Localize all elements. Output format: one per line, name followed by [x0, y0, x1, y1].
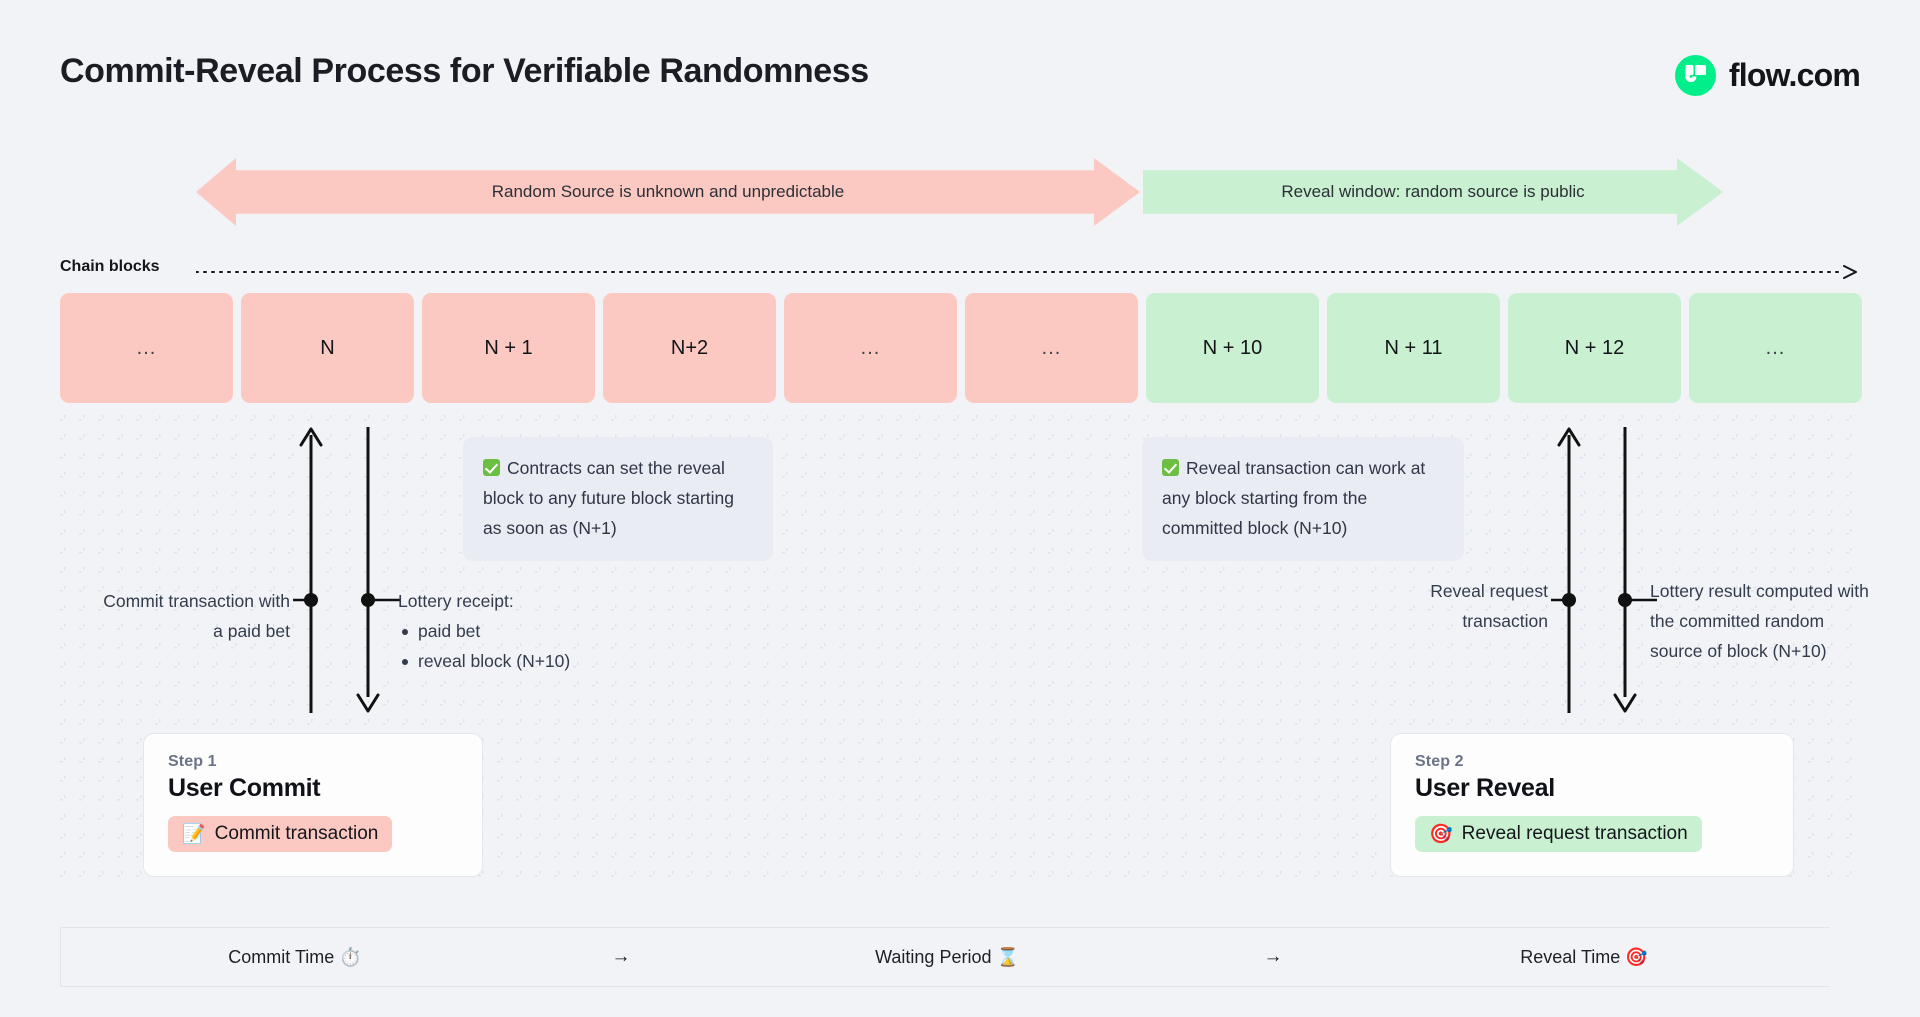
bottom-timeline: Commit Time ⏱️ → Waiting Period ⌛ → Reve…: [60, 927, 1860, 987]
check-mark-icon: [483, 459, 500, 476]
annotation-lottery-receipt: Lottery receipt: paid bet reveal block (…: [398, 586, 648, 676]
phase-reveal-label: Reveal window: random source is public: [1281, 182, 1585, 201]
commit-transaction-chip-label: Commit transaction: [214, 823, 379, 844]
timeline-arrow-shape: [60, 927, 1860, 987]
step-2-title: User Reveal: [1415, 774, 1555, 802]
block-n-plus-2[interactable]: N+2: [603, 293, 776, 403]
block-n-plus-1[interactable]: N + 1: [422, 293, 595, 403]
step-card-user-commit[interactable]: Step 1 User Commit 📝 Commit transaction: [143, 733, 483, 877]
memo-icon: 📝: [182, 823, 206, 845]
callout-reveal-window: Reveal transaction can work at any block…: [1142, 437, 1464, 561]
step-card-user-reveal[interactable]: Step 2 User Reveal 🎯 Reveal request tran…: [1390, 733, 1794, 877]
block-ellipsis-0[interactable]: ...: [60, 293, 233, 403]
block-ellipsis-1[interactable]: ...: [784, 293, 957, 403]
block-ellipsis-2[interactable]: ...: [965, 293, 1138, 403]
block-n[interactable]: N: [241, 293, 414, 403]
annotation-reveal-request: Reveal request transaction: [1430, 581, 1548, 631]
brand-logo: flow.com: [1674, 55, 1861, 96]
timeline-arrow-2-icon: →: [1263, 946, 1283, 967]
flow-logo-icon: [1674, 55, 1716, 96]
callout-reveal-text: Reveal transaction can work at any block…: [1162, 458, 1426, 538]
timeline-item-commit-time: Commit Time ⏱️: [228, 946, 362, 967]
callout-commit-text: Contracts can set the reveal block to an…: [483, 458, 734, 538]
phase-unknown-label: Random Source is unknown and unpredictab…: [491, 182, 845, 201]
lottery-receipt-title: Lottery receipt:: [398, 591, 514, 611]
reveal-request-transaction-chip[interactable]: 🎯 Reveal request transaction: [1415, 816, 1702, 852]
step-2-kicker: Step 2: [1415, 753, 1464, 770]
phase-band: Random Source is unknown and unpredictab…: [0, 158, 1920, 226]
block-ellipsis-3[interactable]: ...: [1689, 293, 1862, 403]
annotation-commit-transaction: Commit transaction with a paid bet: [103, 591, 290, 641]
check-mark-icon: [1162, 459, 1179, 476]
lottery-receipt-list: paid bet reveal block (N+10): [398, 616, 648, 676]
step-1-kicker: Step 1: [168, 753, 217, 770]
reveal-request-chip-label: Reveal request transaction: [1461, 823, 1688, 844]
dart-target-icon: 🎯: [1429, 823, 1453, 845]
block-n-plus-12[interactable]: N + 12: [1508, 293, 1681, 403]
lottery-result-down-arrow-connector: [1605, 425, 1665, 715]
page-title: Commit-Reveal Process for Verifiable Ran…: [60, 52, 869, 90]
commit-up-arrow-connector: [293, 425, 333, 715]
lottery-receipt-down-arrow-connector: [348, 425, 408, 715]
chain-blocks-label: Chain blocks: [60, 258, 160, 275]
phase-unknown-arrow: Random Source is unknown and unpredictab…: [196, 158, 1140, 226]
timeline-item-waiting-period: Waiting Period ⌛: [875, 946, 1019, 967]
block-n-plus-10[interactable]: N + 10: [1146, 293, 1319, 403]
callout-commit-window: Contracts can set the reveal block to an…: [463, 437, 773, 561]
step-1-title: User Commit: [168, 774, 321, 802]
brand-name: flow.com: [1728, 57, 1861, 93]
reveal-request-up-arrow-connector: [1551, 425, 1591, 715]
annotation-lottery-result: Lottery result computed with the committ…: [1650, 581, 1869, 661]
commit-transaction-chip[interactable]: 📝 Commit transaction: [168, 816, 393, 852]
list-item: paid bet: [398, 616, 648, 646]
block-n-plus-11[interactable]: N + 11: [1327, 293, 1500, 403]
chain-blocks-row: ... N N + 1 N+2 ... ... N + 10 N + 11 N …: [60, 293, 1862, 403]
chain-axis-arrow: [195, 265, 1861, 279]
timeline-arrow-1-icon: →: [611, 946, 631, 967]
timeline-item-reveal-time: Reveal Time 🎯: [1520, 946, 1648, 967]
phase-reveal-arrow: Reveal window: random source is public: [1143, 158, 1723, 226]
list-item: reveal block (N+10): [398, 646, 648, 676]
